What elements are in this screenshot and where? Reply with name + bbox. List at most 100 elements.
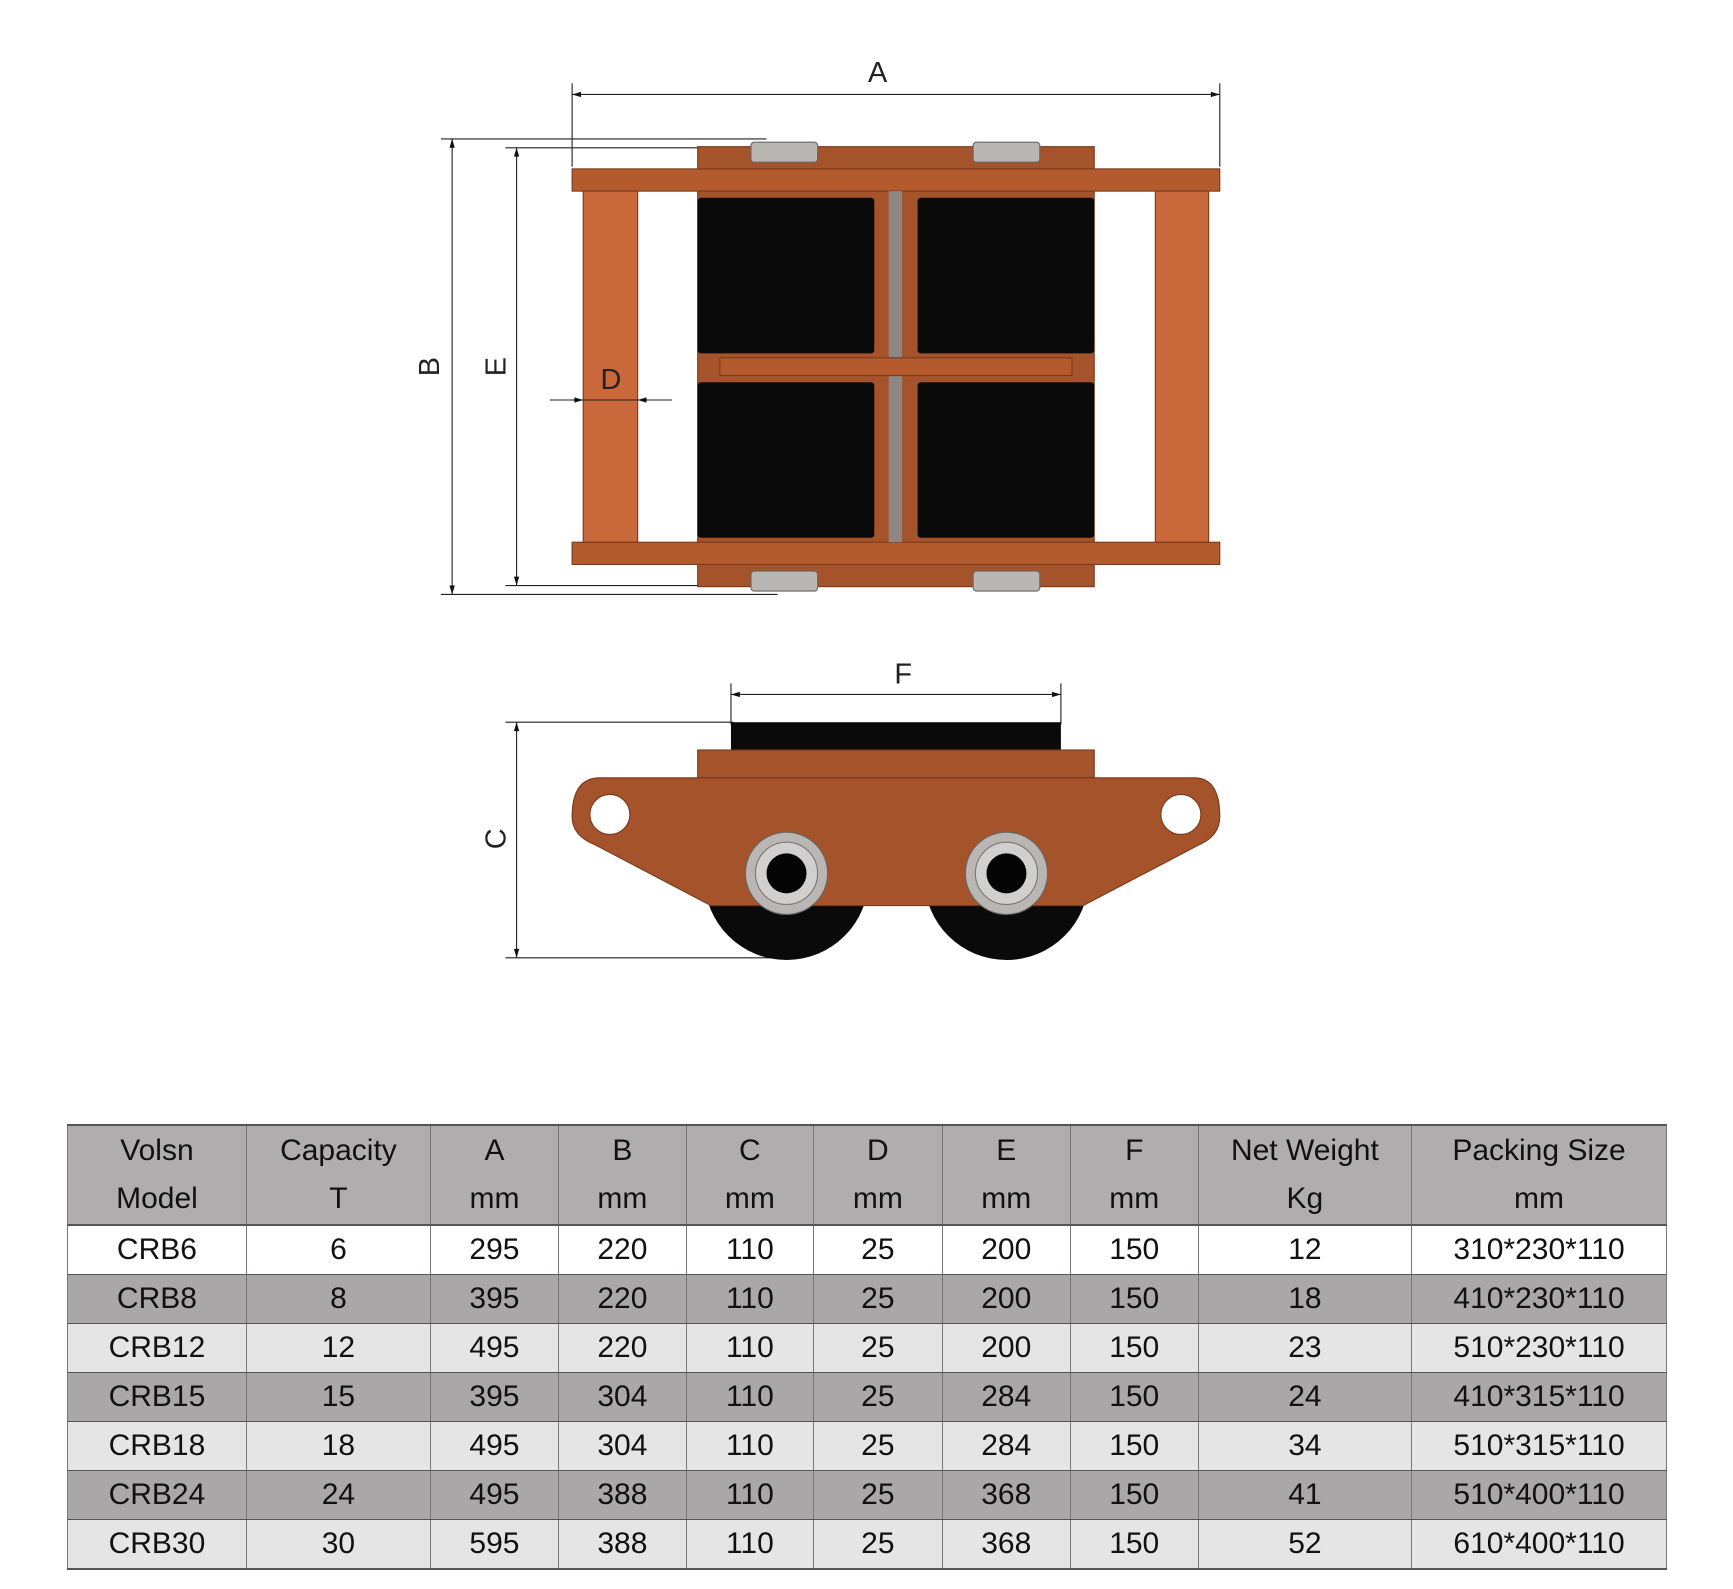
table-cell: 52 [1197,1519,1413,1570]
top-view: A B E D [414,57,1221,595]
axle-nut [750,141,1041,592]
table-cell: CRB24 [67,1470,247,1520]
side-bar-bottom [571,541,1221,565]
dimension-label-b: B [414,357,446,376]
column-header-top: Net Weight [1230,1134,1379,1167]
table-cell: CRB8 [67,1274,247,1324]
column-header-top: E [996,1134,1017,1167]
table-cell: 510*230*110 [1411,1323,1667,1373]
table-cell: 25 [812,1372,943,1422]
table-cell: CRB30 [67,1519,247,1570]
column-header-bottom: Model [116,1182,198,1215]
table-cell: 395 [429,1372,559,1422]
roller [697,197,875,354]
table-cell: 25 [812,1274,943,1324]
table-cell: CRB6 [67,1225,247,1275]
table-cell: 495 [429,1323,559,1373]
table-cell: 310*230*110 [1411,1225,1667,1275]
table-cell: 368 [941,1470,1071,1520]
dimension-label-e: E [480,357,512,376]
table-cell: 150 [1069,1372,1199,1422]
column-header-bottom: Kg [1286,1182,1324,1215]
table-cell: 110 [685,1372,814,1422]
table-cell: 34 [1197,1421,1413,1471]
table-cell: 150 [1069,1225,1199,1275]
column-header-top: C [739,1134,761,1167]
cross-bar [719,357,1073,377]
dimension-label-c: C [480,828,512,849]
table-cell: 410*315*110 [1411,1372,1667,1422]
table-cell: 220 [557,1323,687,1373]
column-header-top: A [484,1134,505,1167]
roller [917,197,1095,354]
table-cell: 284 [941,1421,1071,1471]
table-cell: 25 [812,1421,943,1471]
table-cell: 295 [429,1225,559,1275]
table-cell: 6 [245,1225,431,1275]
table-cell: 12 [1197,1225,1413,1275]
dimension-f [730,683,1062,725]
table-cell: 150 [1069,1323,1199,1373]
column-header-bottom: mm [852,1182,903,1215]
dimension-label-a: A [868,57,888,89]
table-cell: 304 [557,1421,687,1471]
table-cell: 495 [429,1470,559,1520]
table-cell: 150 [1069,1519,1199,1570]
table-cell: 110 [685,1421,814,1471]
table-cell: 388 [557,1519,687,1570]
handle-post-right [1154,190,1210,543]
table-cell: 110 [685,1323,814,1373]
table-cell: 30 [245,1519,431,1570]
handle-post-left [582,190,639,543]
table-cell: 25 [812,1519,943,1570]
table-cell: 200 [941,1323,1071,1373]
table-cell: 495 [429,1421,559,1471]
table-cell: 12 [245,1323,431,1373]
table-cell: 15 [245,1372,431,1422]
table-cell: 8 [245,1274,431,1324]
dimension-c [505,721,789,959]
column-header-bottom: mm [469,1182,520,1215]
table-cell: 110 [685,1274,814,1324]
table-cell: 220 [557,1274,687,1324]
roller [697,382,875,538]
dimension-label-d: D [601,364,622,396]
body-plate [571,777,1221,907]
table-cell: 150 [1069,1470,1199,1520]
table-cell: 24 [1197,1372,1413,1422]
handle-hole [589,793,631,835]
table-cell: 200 [941,1225,1071,1275]
dimension-a [571,83,1221,167]
table-cell: 304 [557,1372,687,1422]
table-cell: 110 [685,1519,814,1570]
column-header-top: F [1125,1134,1144,1167]
table-cell: 410*230*110 [1411,1274,1667,1324]
side-bar-top [571,168,1221,192]
column-header-top: Volsn [120,1134,194,1167]
table-cell: 23 [1197,1323,1413,1373]
table-cell: CRB12 [67,1323,247,1373]
table-cell: 41 [1197,1470,1413,1520]
top-plate-side [697,749,1095,779]
column-header-top: Capacity [280,1134,397,1167]
column-header-bottom: mm [1109,1182,1160,1215]
technical-drawing: A B E D [414,57,1221,960]
table-cell: 388 [557,1470,687,1520]
table-cell: 110 [685,1225,814,1275]
table-cell: 610*400*110 [1411,1519,1667,1570]
table-cell: 510*315*110 [1411,1421,1667,1471]
dimension-label-f: F [894,658,912,690]
